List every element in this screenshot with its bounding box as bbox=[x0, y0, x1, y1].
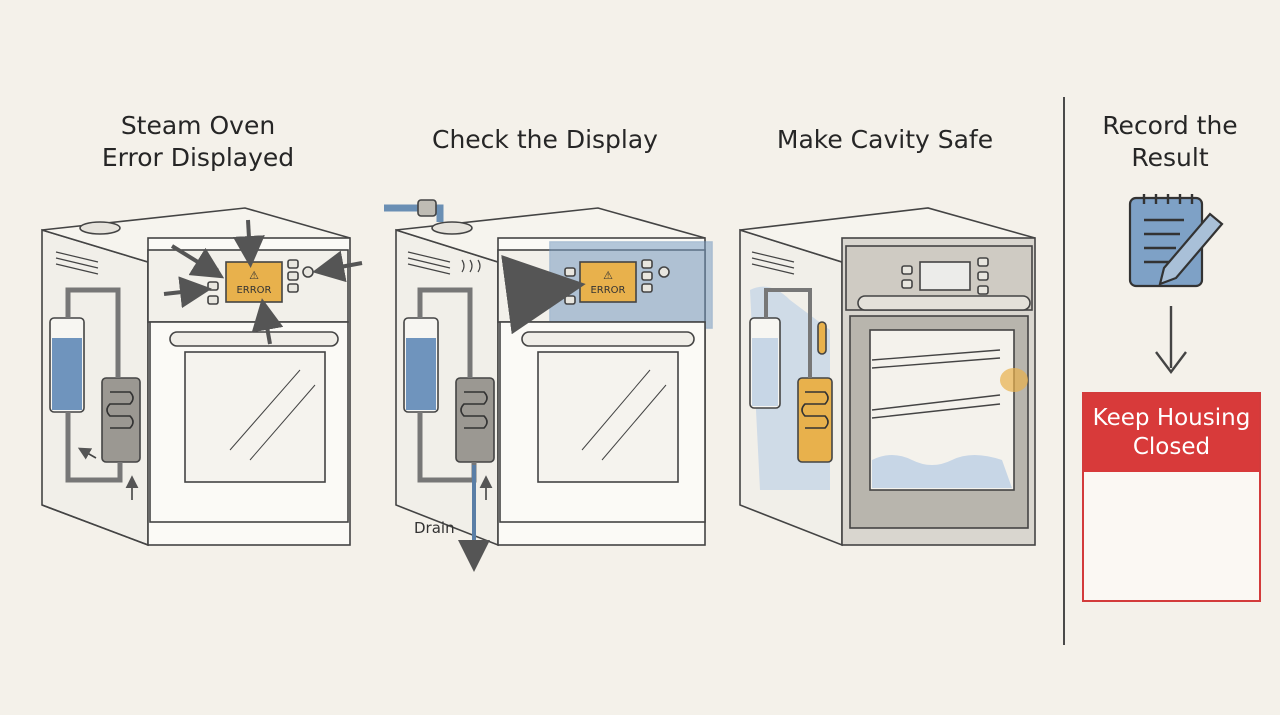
oven-2-illustration bbox=[384, 199, 713, 547]
error-label-2: ERROR bbox=[590, 285, 625, 296]
oven-3-illustration bbox=[739, 207, 1036, 547]
down-arrow-icon bbox=[1155, 306, 1187, 374]
warning-title: Keep Housing Closed bbox=[1084, 394, 1259, 472]
heater-element-1 bbox=[101, 377, 141, 463]
highlight-arrow bbox=[501, 254, 586, 335]
heater-element-2 bbox=[455, 377, 495, 463]
step-divider bbox=[1063, 97, 1065, 645]
step-4-title: Record the Result bbox=[1102, 111, 1238, 172]
warning-icon: ⚠ bbox=[249, 269, 259, 282]
warning-box: Keep Housing Closed bbox=[1082, 392, 1261, 602]
error-display-1 bbox=[225, 261, 283, 303]
oven-1-illustration bbox=[41, 207, 351, 547]
error-display-2 bbox=[579, 261, 637, 303]
drain-label: Drain bbox=[414, 519, 455, 537]
vent-grille bbox=[55, 251, 99, 275]
clipboard-pencil-icon bbox=[1128, 194, 1224, 288]
door-handle-1 bbox=[169, 331, 339, 347]
step-3-title: Make Cavity Safe bbox=[776, 125, 994, 154]
error-label-1: ERROR bbox=[236, 285, 271, 296]
warning-icon-2: ⚠ bbox=[603, 269, 613, 282]
step-1-title: Steam Oven Error Displayed bbox=[101, 111, 295, 172]
pointer-arrows-1 bbox=[163, 219, 363, 345]
step-2-title: Check the Display bbox=[432, 125, 658, 154]
vent-grille-2 bbox=[407, 251, 481, 275]
door-window-1 bbox=[184, 351, 326, 483]
